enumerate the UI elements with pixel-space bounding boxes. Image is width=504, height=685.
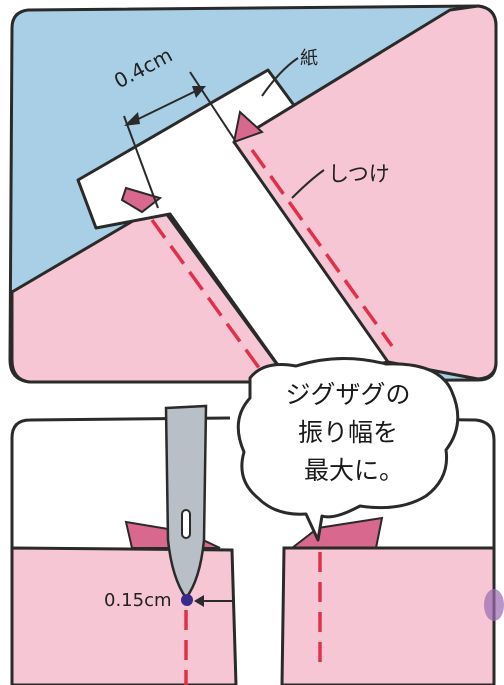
measure-arrow-head-right — [192, 86, 206, 98]
measure-arrow-head-left — [124, 112, 140, 126]
right-fabric-fold — [232, 110, 264, 144]
bottom-right-fabric — [280, 546, 496, 685]
left-fabric — [10, 203, 292, 384]
offset-arrow-head — [194, 595, 204, 607]
right-fold-flap — [289, 516, 384, 549]
left-fabric-fold — [120, 186, 163, 214]
bottom-left-fabric — [10, 546, 238, 685]
basting-leader-line — [291, 169, 325, 199]
measure-extension-left — [123, 115, 159, 209]
speech-bubble — [236, 357, 460, 542]
fabric-shadow — [484, 589, 504, 621]
needle-offset-label: 0.15cm — [104, 590, 172, 611]
needle-point-dot — [181, 594, 193, 606]
basting-thread-right — [250, 148, 394, 348]
bubble-line-2: 振り幅を — [297, 418, 398, 447]
bottom-panel — [10, 357, 504, 685]
bubble-line-3: 最大に。 — [303, 456, 404, 485]
right-fabric — [232, 4, 498, 381]
paper-leader-line — [261, 57, 299, 97]
measure-arrow-line — [127, 87, 203, 125]
sewing-needle — [164, 404, 208, 601]
bubble-line-1: ジグザグの — [285, 380, 411, 409]
basting-label: しつけ — [328, 162, 390, 186]
measure-extension-right — [189, 71, 237, 143]
needle-eye — [181, 509, 191, 539]
paper-label: 紙 — [300, 48, 318, 69]
top-panel — [8, 4, 498, 384]
